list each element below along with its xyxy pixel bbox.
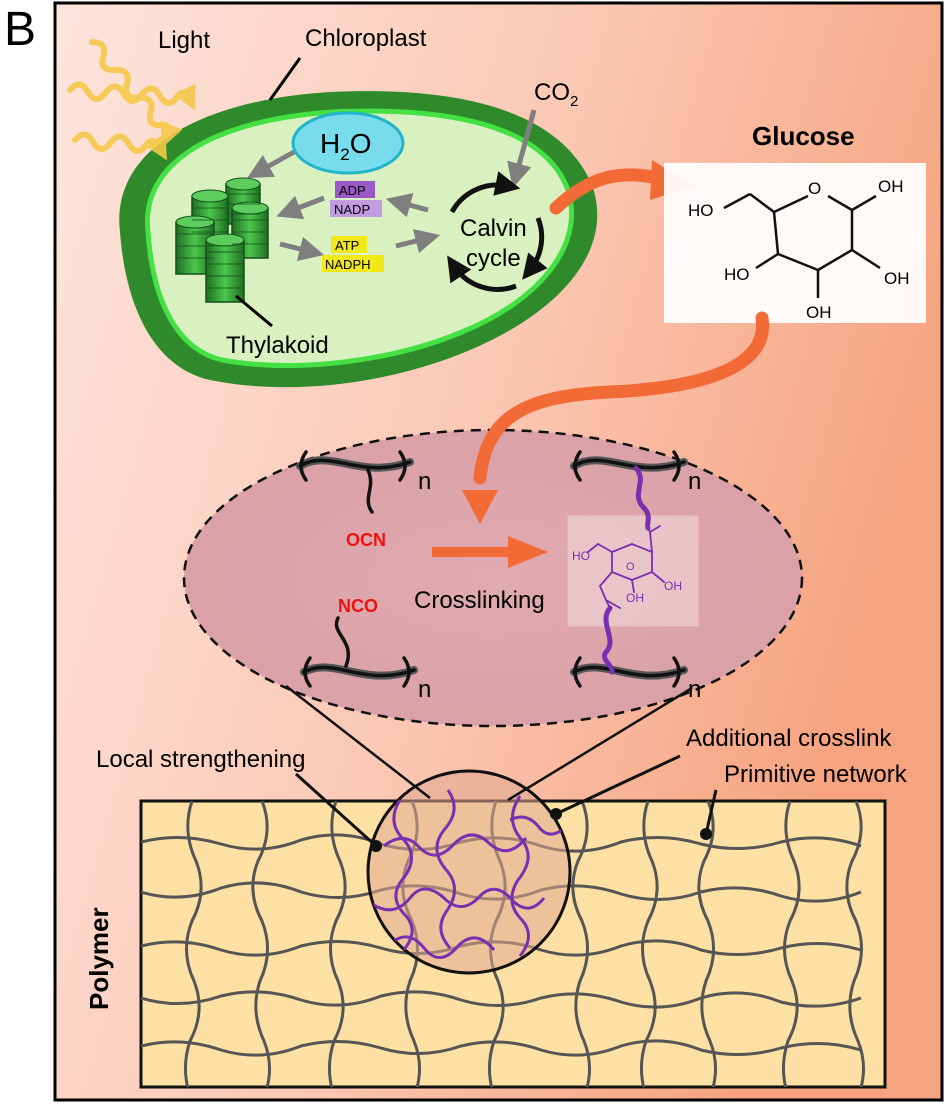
adp-nadp-badge: ADP NADP [330, 181, 382, 217]
mini-oh-label-2: OH [626, 591, 644, 605]
glucose-oh-bottom: OH [806, 303, 832, 322]
light-ray-3 [72, 131, 167, 161]
polymer-label: Polymer [84, 907, 114, 1010]
thylakoid-to-atp-arrow [279, 236, 325, 262]
glucose-oh-top: OH [878, 177, 904, 196]
water-ellipse [291, 111, 405, 175]
glucose-ho-left: HO [688, 201, 714, 220]
primitive-network-pointer [704, 789, 718, 835]
water-label: H2O [320, 128, 371, 164]
thylakoid-pointer [235, 294, 273, 328]
light-ray-2 [89, 39, 183, 148]
thylakoid-label: Thylakoid [226, 332, 329, 359]
glucose-oh-right: OH [884, 269, 910, 288]
atp-label: ATP [335, 238, 359, 253]
co2-label: CO2 [534, 79, 578, 110]
projection-line-left [285, 685, 431, 799]
crosslinking-lens [182, 428, 804, 728]
calvin-label-line2: cycle [466, 245, 521, 272]
crosslink-strand [510, 795, 530, 957]
calvin-arc-bottom [447, 255, 517, 292]
primitive-network-label: Primitive network [724, 761, 908, 788]
network-line-v8 [697, 801, 717, 1087]
atp-to-calvin-arrow [395, 228, 441, 254]
local-strengthening-dot [370, 840, 382, 852]
ocn-label: OCN [346, 530, 386, 550]
local-strengthening-circle [366, 769, 572, 975]
additional-crosslink-label: Additional crosslink [686, 725, 892, 752]
primitive-network-dot [700, 828, 712, 840]
nadp-to-thylakoid-arrow [276, 195, 325, 220]
process-arrows [247, 109, 537, 262]
glucose-title: Glucose [752, 121, 855, 151]
water-molecule: H2O [291, 111, 405, 175]
glucose-to-crosslink-arrowhead [462, 490, 498, 524]
light-ray-1 [67, 81, 196, 111]
ring-oxygen: O [808, 179, 821, 198]
water-to-thylakoid-arrow [247, 149, 296, 179]
network-line-v10 [845, 801, 865, 1087]
mini-ho-label: HO [572, 549, 590, 563]
crosslink-strand [509, 815, 563, 836]
polymer-n-bottom-left: n [418, 676, 431, 703]
mini-ring-oxygen: O [626, 561, 635, 573]
additional-crosslinks [371, 789, 563, 959]
network-line-v6 [571, 801, 591, 1087]
polymer-n-bottom-right: n [688, 676, 701, 703]
chloroplast-to-glucose-arrow [549, 168, 665, 215]
primitive-network [141, 801, 865, 1087]
co2-to-calvin-arrow [507, 109, 537, 189]
network-line-v9 [782, 801, 801, 1087]
polymer-fragment-top-left [296, 450, 414, 514]
calvin-to-nadp-arrow [385, 193, 429, 218]
crosslinking-arrowhead [508, 536, 548, 568]
calvin-label-line1: Calvin [460, 215, 527, 242]
projection-line-right [507, 686, 693, 802]
crosslink-strand [389, 935, 496, 959]
polymer-fragment-bottom-left [300, 616, 418, 688]
network-line-v1 [184, 801, 203, 1087]
light-label: Light [158, 27, 210, 54]
crosslink-strand [383, 833, 528, 857]
calvin-arc-right [522, 217, 548, 280]
network-line-h5 [141, 1039, 862, 1057]
light-rays [67, 39, 196, 161]
calvin-arc-top [449, 171, 521, 214]
glucose-to-crosslink-arrow [473, 311, 770, 485]
calvin-cycle: Calvin cycle [447, 171, 548, 292]
chloroplast-label: Chloroplast [305, 25, 427, 52]
panel-label: B [4, 3, 37, 56]
network-line-v2 [251, 801, 271, 1087]
additional-crosslink-pointer [555, 754, 681, 816]
nco-label: NCO [338, 596, 378, 616]
local-strengthening-label: Local strengthening [96, 746, 305, 773]
crosslink-strand [435, 789, 456, 949]
adp-label: ADP [339, 183, 366, 198]
crosslinking-label: Crosslinking [414, 587, 545, 614]
crosslinked-product [567, 450, 699, 688]
crosslink-strand [371, 887, 546, 912]
network-line-h4 [141, 990, 862, 1009]
thylakoid-stacks [175, 177, 269, 303]
chloroplast-pointer [268, 57, 302, 101]
local-strengthening-pointer [294, 772, 378, 848]
glucose-ho-bottom-left: HO [724, 265, 750, 284]
network-line-v7 [640, 801, 659, 1087]
glucose-structure: Glucose O HO OH HO OH OH [664, 121, 926, 323]
polymer-n-top-right: n [688, 468, 701, 495]
nadp-label: NADP [334, 202, 370, 217]
atp-nadph-badge: ATP NADPH [322, 236, 384, 272]
mini-oh-label-1: OH [664, 579, 682, 593]
polymer-n-top-left: n [418, 468, 431, 495]
thylakoid-stack [205, 233, 245, 303]
crosslink-strand [392, 799, 414, 954]
network-line-v3 [328, 801, 347, 1087]
additional-crosslink-dot [550, 808, 562, 820]
nadph-label: NADPH [325, 257, 371, 272]
